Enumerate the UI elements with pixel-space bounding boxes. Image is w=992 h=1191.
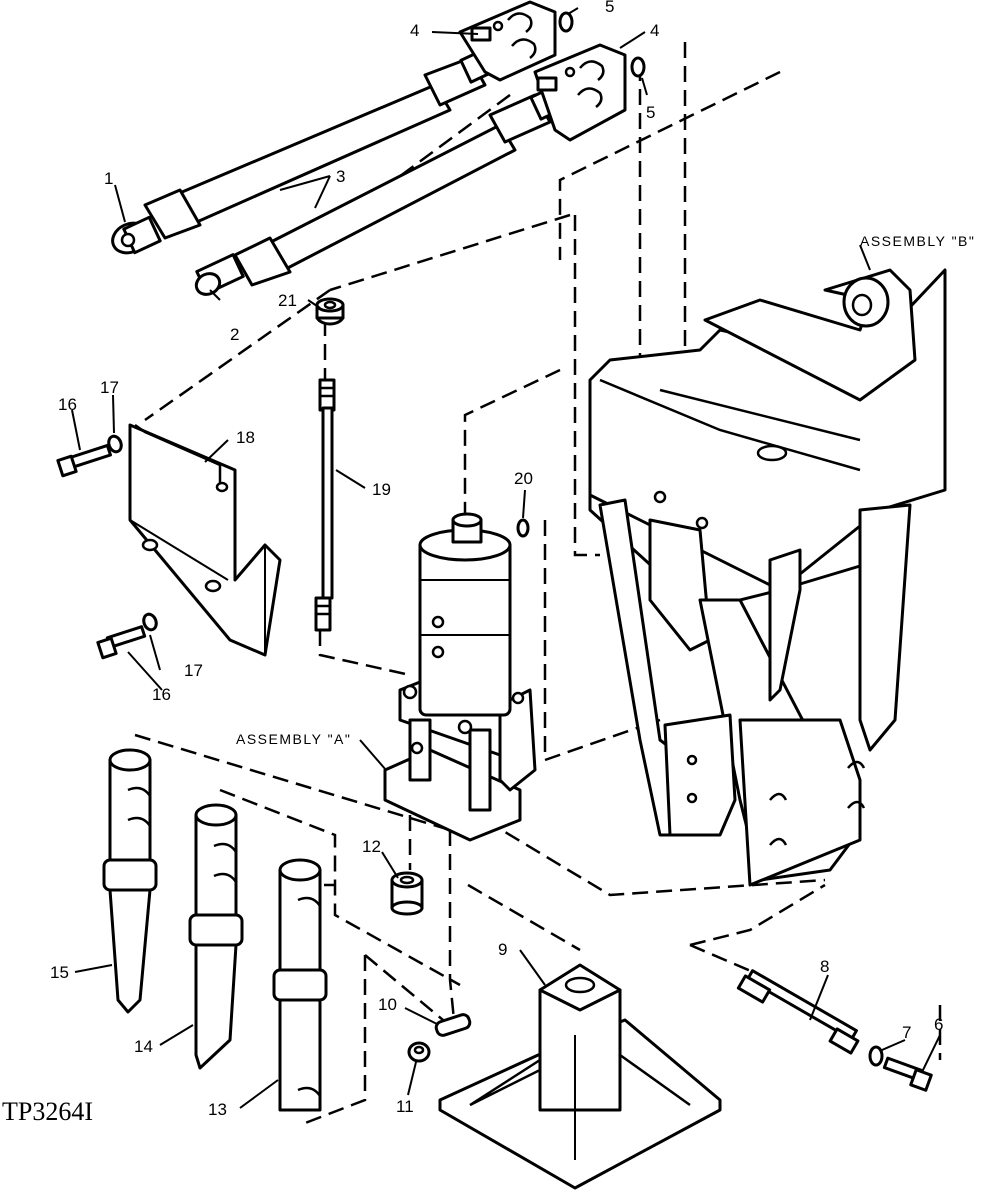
assembly-a-label: ASSEMBLY "A" — [236, 731, 351, 747]
o-ring-upper — [558, 11, 574, 33]
callout-5-upper: 5 — [605, 0, 614, 16]
bolt-16-lower — [96, 612, 158, 660]
callout-numbers: 1 2 3 4 4 5 5 6 7 8 9 10 11 12 13 14 15 … — [50, 0, 943, 1119]
callout-17-lower: 17 — [184, 661, 203, 680]
callout-2: 2 — [230, 325, 239, 344]
callout-17-upper: 17 — [100, 378, 119, 397]
bolt-6 — [882, 1056, 933, 1092]
callout-8: 8 — [820, 957, 829, 976]
callout-14: 14 — [134, 1037, 153, 1056]
o-ring-lower — [630, 56, 646, 78]
rod-8 — [736, 969, 860, 1055]
assembly-b-label: ASSEMBLY "B" — [860, 233, 975, 249]
callout-19: 19 — [372, 480, 391, 499]
callout-18: 18 — [236, 428, 255, 447]
callout-10: 10 — [378, 995, 397, 1014]
hose-lower — [194, 87, 561, 296]
callout-16-upper: 16 — [58, 395, 77, 414]
leader-lines — [71, 7, 941, 1109]
callout-16-lower: 16 — [152, 685, 171, 704]
callout-11: 11 — [396, 1097, 414, 1116]
tool-14-chisel — [188, 803, 244, 1070]
washer-7 — [868, 1045, 884, 1067]
figure-id: TP3264I — [2, 1097, 93, 1126]
callout-13: 13 — [208, 1100, 227, 1119]
tool-15-moil-point — [102, 748, 158, 1014]
assembly-b — [588, 268, 947, 887]
callout-9: 9 — [498, 940, 507, 959]
callout-20: 20 — [514, 469, 533, 488]
callout-4-lower: 4 — [650, 21, 659, 40]
flange-lower — [533, 43, 627, 142]
callout-15: 15 — [50, 963, 69, 982]
pin-10 — [434, 1013, 472, 1037]
callout-21: 21 — [278, 291, 297, 310]
shield-18 — [128, 423, 282, 657]
bolt-16-upper — [56, 434, 123, 478]
nut-21 — [315, 297, 345, 326]
callout-3: 3 — [336, 167, 345, 186]
callout-6: 6 — [934, 1015, 943, 1034]
rod-19 — [314, 378, 336, 632]
callout-1: 1 — [104, 169, 113, 188]
nut-11 — [407, 1041, 431, 1063]
tool-13-blunt — [272, 858, 328, 1112]
callout-12: 12 — [362, 837, 381, 856]
callout-4-upper: 4 — [410, 21, 419, 40]
o-ring-20 — [516, 518, 530, 538]
flange-upper — [458, 0, 557, 82]
bushing-12 — [390, 871, 424, 916]
hose-upper — [111, 50, 491, 255]
callout-5-lower: 5 — [646, 103, 655, 122]
cylinder-body — [418, 512, 512, 717]
stand-9 — [438, 963, 722, 1190]
callout-7: 7 — [902, 1023, 911, 1042]
